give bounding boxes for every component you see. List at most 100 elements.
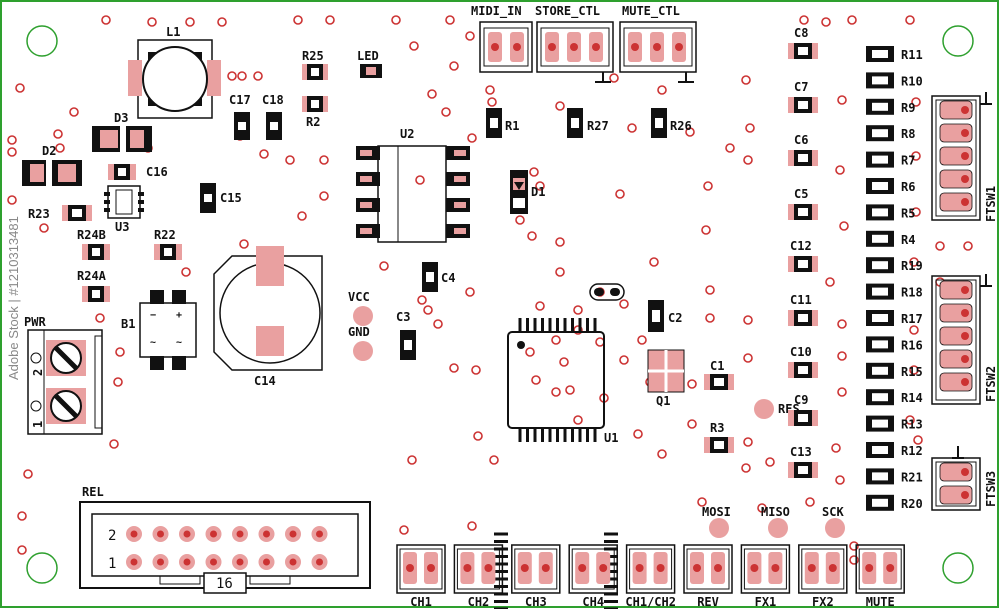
via [319, 155, 329, 165]
via [487, 97, 497, 107]
label-r1: R1 [505, 119, 519, 133]
via [297, 211, 307, 221]
connector-ch1: CH1 [396, 544, 446, 609]
connector-mute-ctl: MUTE_CTL [619, 4, 697, 83]
label-r3: R3 [710, 421, 724, 435]
capacitor-c13: C13 [788, 445, 818, 478]
capacitor-c14: C14 [213, 246, 323, 388]
via [147, 17, 157, 27]
via [637, 335, 647, 345]
capacitor-c1: C1 [704, 359, 734, 390]
via [805, 497, 815, 507]
diode-d3: D3 [92, 111, 152, 152]
svg-text:−: − [150, 310, 156, 321]
transistor-q1: Q1 [647, 349, 685, 408]
via [703, 181, 713, 191]
resistor-r16: R16 [866, 336, 923, 353]
via [391, 15, 401, 25]
via [101, 15, 111, 25]
label-rev: REV [697, 595, 719, 609]
capacitor-c17: C17 [229, 93, 251, 140]
capacitor-c7: C7 [788, 80, 818, 113]
connector-pad [939, 123, 973, 143]
svg-text:+: + [176, 310, 182, 321]
via [449, 363, 459, 373]
diode-d2: D2 [22, 144, 82, 186]
via [69, 107, 79, 117]
label-sck: SCK [822, 505, 844, 519]
label-r17: R17 [901, 312, 923, 326]
connector-pad [939, 485, 973, 505]
label-ch1: CH1 [410, 595, 432, 609]
via [847, 15, 857, 25]
header-pin-hole [263, 530, 270, 538]
connector-pad [939, 349, 973, 369]
via [535, 181, 545, 191]
connector-pad [939, 303, 973, 323]
via [839, 221, 849, 231]
resistor-r8: R8 [866, 125, 915, 142]
label-r25: R25 [302, 49, 324, 63]
pwr-pin-1: 1 [31, 421, 45, 428]
label-c8: C8 [794, 26, 808, 40]
label-r13: R13 [901, 418, 923, 432]
label-ch3: CH3 [525, 595, 547, 609]
connector-ch1-ch2: CH1/CH2 [625, 544, 676, 609]
via [741, 463, 751, 473]
rel-pin-count: 16 [216, 576, 233, 592]
connector-pad [939, 100, 973, 120]
connector-ch4: CH4 [568, 544, 618, 609]
label-r20: R20 [901, 497, 923, 511]
mounting-hole [942, 25, 974, 57]
connector-pad [939, 192, 973, 212]
label-r7: R7 [901, 154, 915, 168]
label-rel: REL [82, 485, 104, 499]
label-c16: C16 [146, 165, 168, 179]
resistor-r12: R12 [866, 442, 923, 458]
rel-row-1: 1 [108, 556, 116, 572]
label-c2: C2 [668, 311, 682, 325]
header-rel: REL 2 1 16 [79, 485, 371, 594]
label-u1: U1 [604, 431, 618, 445]
via [685, 127, 695, 137]
via [825, 277, 835, 287]
via [743, 353, 753, 363]
via [515, 215, 525, 225]
label-u3: U3 [115, 220, 129, 234]
via [705, 313, 715, 323]
svg-text:~: ~ [176, 337, 182, 348]
label-r21: R21 [901, 470, 923, 484]
via [573, 415, 583, 425]
header-pin-hole [210, 558, 217, 566]
diode-d1: D1 [510, 170, 545, 214]
via [7, 147, 17, 157]
resistor-r4: R4 [866, 230, 915, 247]
connector-store-ctl: STORE_CTL [535, 4, 614, 83]
label-pwr: PWR [24, 315, 46, 329]
connector-mute: MUTE [855, 544, 905, 609]
via [7, 135, 17, 145]
label-c10: C10 [790, 345, 812, 359]
via [849, 541, 859, 551]
resistor-r6: R6 [866, 178, 915, 194]
via [465, 31, 475, 41]
via [905, 15, 915, 25]
right-resistor-column: R11R10R9R8R7R6R5R4R19R18R17R16R15R14R13R… [866, 46, 923, 511]
connector-pad [939, 372, 973, 392]
connector-pin [961, 175, 969, 183]
via [427, 89, 437, 99]
header-pin-hole [157, 558, 164, 566]
header-pin-hole [183, 530, 191, 538]
capacitor-c4: C4 [422, 262, 455, 292]
label-r16: R16 [901, 338, 923, 352]
via [705, 285, 715, 295]
label-r24b: R24B [77, 228, 106, 242]
via [799, 15, 809, 25]
connector-pad [939, 462, 973, 482]
via [217, 17, 227, 27]
via [821, 17, 831, 27]
via [181, 267, 191, 277]
label-r19: R19 [901, 259, 923, 273]
resistor-r15: R15 [866, 362, 923, 379]
connector-pad [939, 146, 973, 166]
